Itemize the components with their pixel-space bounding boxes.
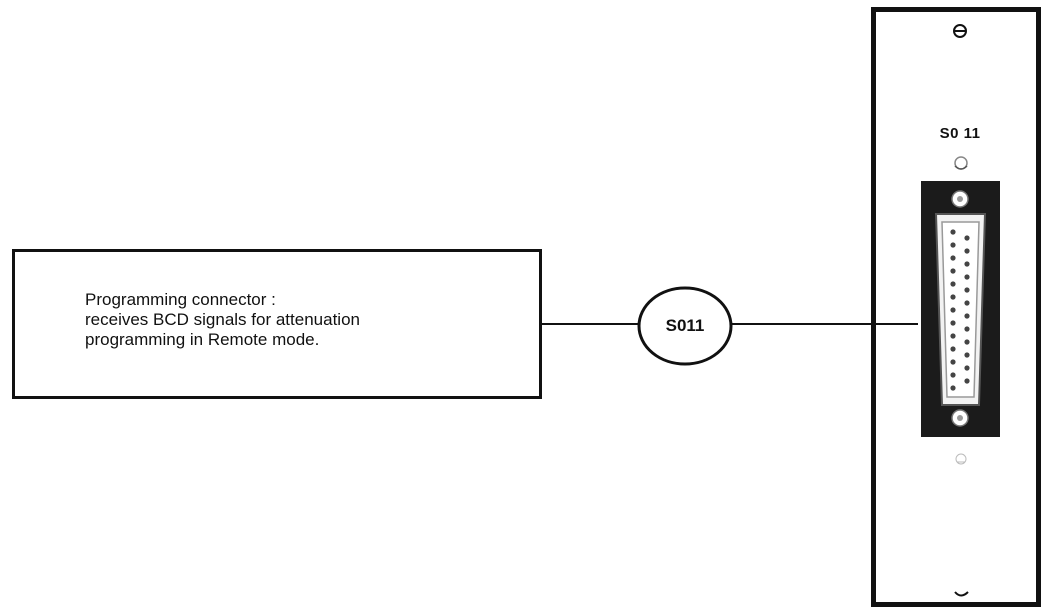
callout-line-1: Programming connector : xyxy=(85,290,276,309)
panel-bottom-screw-icon xyxy=(954,591,969,597)
panel-label: S0 11 xyxy=(939,125,981,142)
callout-text: Programming connector : receives BCD sig… xyxy=(85,290,360,350)
connector-upper-screw-icon xyxy=(954,156,968,170)
panel-top-screw-icon xyxy=(953,24,967,38)
connector-lower-screw-icon xyxy=(955,453,967,465)
callout-line-3: programming in Remote mode. xyxy=(85,330,320,349)
callout-box: Programming connector : receives BCD sig… xyxy=(12,249,542,399)
callout-line-2: receives BCD signals for attenuation xyxy=(85,310,360,329)
reference-circle xyxy=(637,286,733,366)
db25-connector xyxy=(921,181,1000,437)
connector-pins xyxy=(950,229,970,391)
front-panel: S0 11 xyxy=(871,7,1041,607)
reference-label: S011 xyxy=(665,316,705,335)
